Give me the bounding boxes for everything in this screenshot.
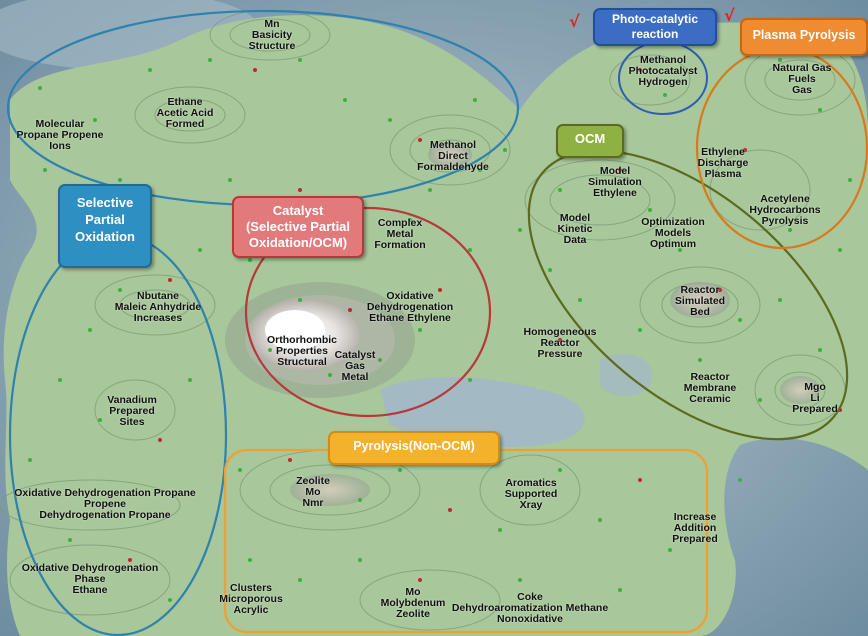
category-photo-catalytic: Photo-catalytic reaction xyxy=(593,8,717,46)
document-dots xyxy=(28,38,852,602)
catalyst-ellipse xyxy=(244,206,492,418)
check-mark-icon: √ xyxy=(569,12,580,31)
lake xyxy=(380,377,585,448)
land-mass xyxy=(3,15,868,636)
check-mark-icon: √ xyxy=(724,6,735,25)
category-ocm: OCM xyxy=(556,124,624,158)
category-plasma-pyrolysis: Plasma Pyrolysis xyxy=(740,18,868,56)
category-pyrolysis-non-ocm: Pyrolysis(Non-OCM) xyxy=(328,431,500,465)
ocm-ellipse xyxy=(527,149,849,441)
category-selective-partial-oxidation: Selective Partial Oxidation xyxy=(58,184,152,268)
category-catalyst: Catalyst (Selective Partial Oxidation/OC… xyxy=(232,196,364,258)
